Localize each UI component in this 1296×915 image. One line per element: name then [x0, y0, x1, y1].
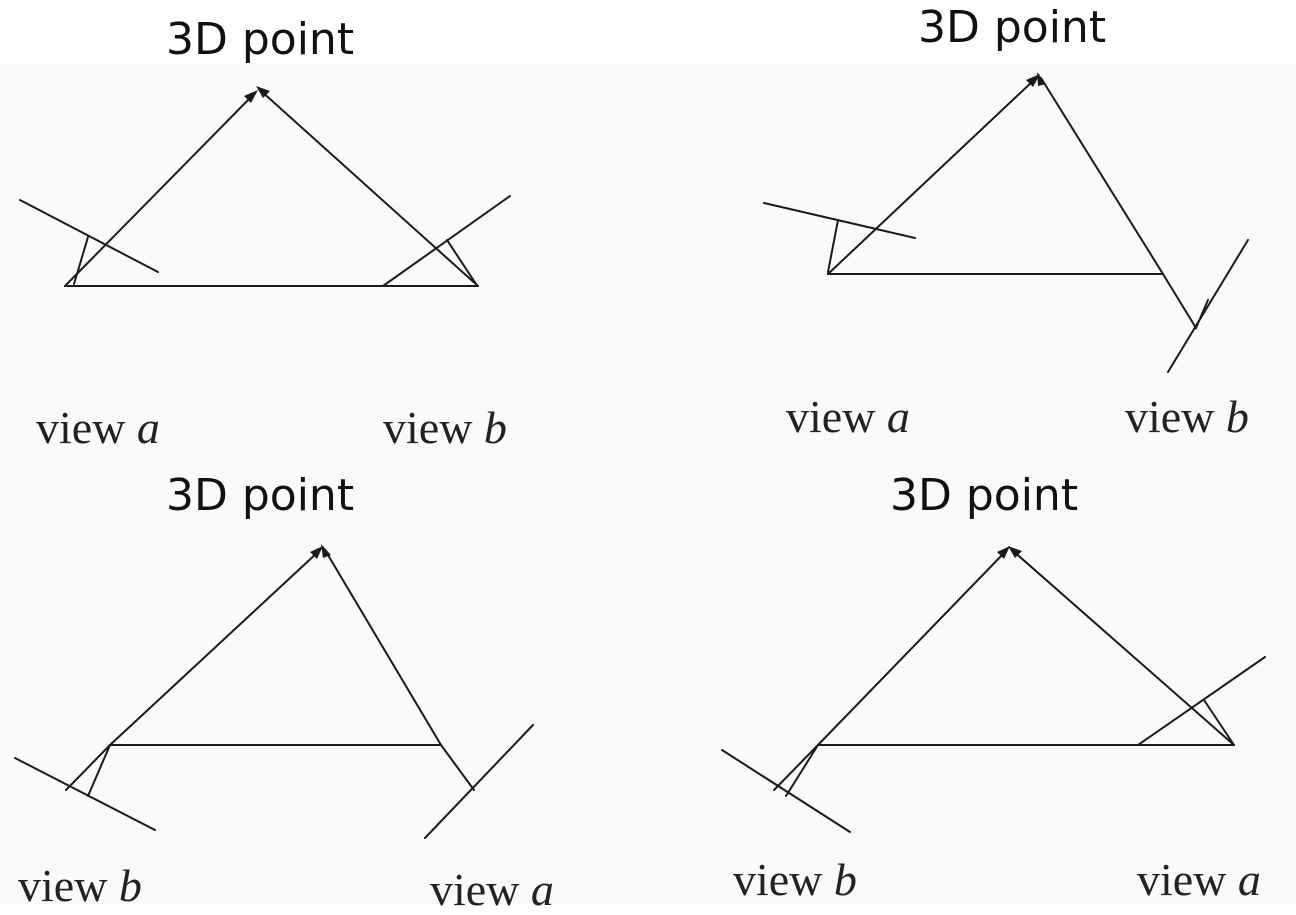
ray-view-a [1011, 549, 1235, 746]
focal-segment-a [73, 236, 89, 285]
arrowhead [244, 90, 258, 103]
arrowhead [1037, 72, 1046, 86]
image-plane-a [763, 202, 916, 239]
view-label-right: view b [1125, 391, 1249, 442]
arrowhead [310, 546, 323, 559]
view-label-left: view a [786, 391, 910, 442]
ray-view-b [817, 551, 1006, 746]
image-plane-b [1167, 239, 1249, 373]
focal-segment-b [446, 239, 477, 285]
ray-view-a [827, 79, 1035, 275]
point-label: 3D point [166, 470, 355, 521]
arrowhead [321, 544, 331, 558]
arrowhead [256, 86, 270, 98]
point-label: 3D point [918, 2, 1107, 53]
figure-background [0, 64, 1296, 904]
ray-view-a [64, 94, 254, 287]
ray-view-b [109, 551, 319, 746]
view-label-left: view b [18, 860, 142, 911]
arrowhead [1026, 74, 1040, 87]
point-label: 3D point [166, 14, 355, 65]
focal-segment-b [773, 744, 819, 797]
image-plane-a [19, 199, 159, 273]
view-label-left: view a [36, 402, 160, 453]
view-label-right: view b [383, 402, 507, 453]
focal-segment-a [1203, 699, 1235, 746]
focal-segment-b [65, 744, 111, 797]
arrowhead [997, 546, 1010, 559]
point-label: 3D point [890, 470, 1079, 521]
focal-segment-a [440, 744, 475, 791]
focal-segment-a [827, 219, 839, 273]
image-plane-a [1137, 656, 1266, 746]
view-label-right: view a [1137, 854, 1261, 905]
focal-segment-b [1162, 273, 1209, 331]
ray-view-b [1040, 77, 1164, 275]
ray-view-b [259, 89, 479, 287]
ray-view-a [324, 549, 442, 746]
arrowhead [1008, 546, 1022, 558]
view-label-left: view b [733, 854, 857, 905]
image-plane-a [424, 724, 534, 839]
image-plane-b [721, 749, 851, 833]
image-plane-b [14, 757, 156, 831]
